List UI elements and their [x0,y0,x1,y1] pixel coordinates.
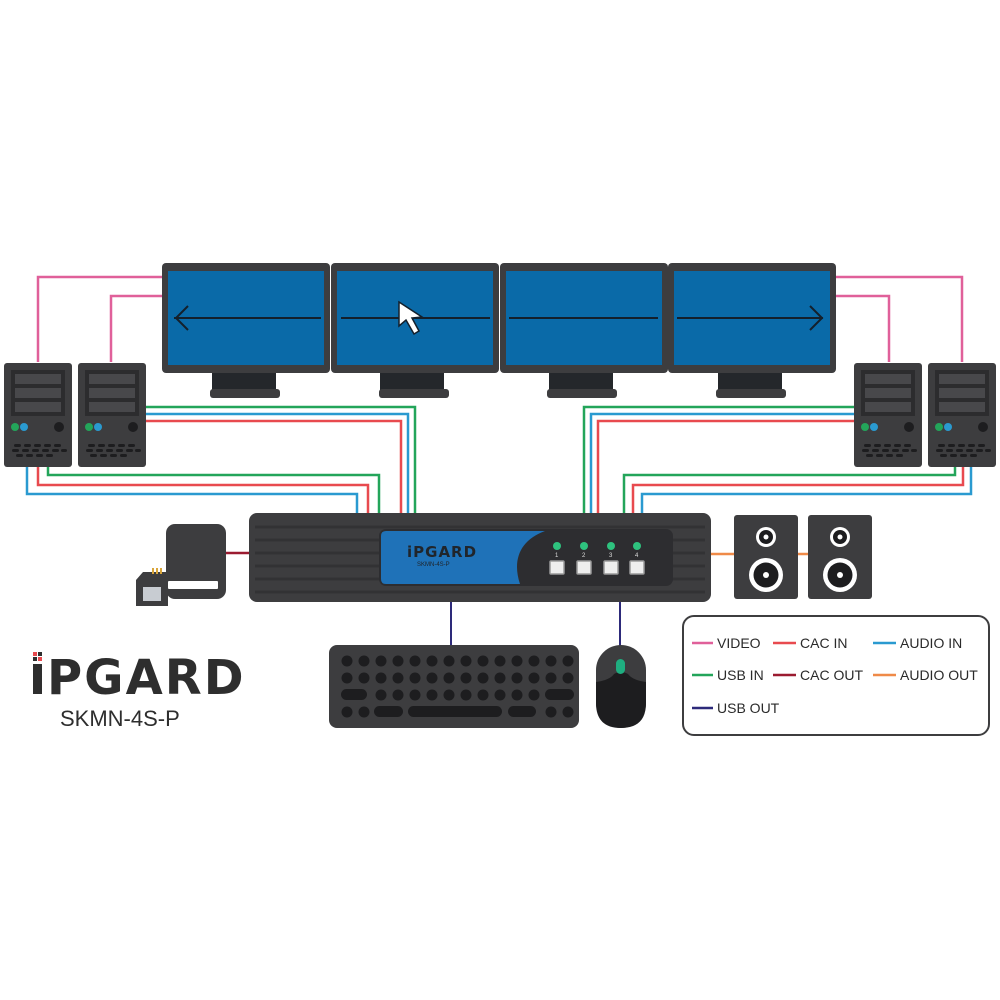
legend-item-usb-out: USB OUT [692,700,780,716]
monitor-2[interactable] [331,263,499,398]
monitor-wall [162,263,836,398]
legend-item-video: VIDEO [692,635,761,651]
computer-2[interactable] [78,363,146,467]
usb-in-cable-computer-1 [46,467,381,514]
cac-in-cable-computer-1 [36,467,370,514]
legend-item-audio-in: AUDIO IN [873,635,962,651]
mouse[interactable] [596,645,646,728]
keyboard-keys [341,655,574,718]
arrow-left-icon [174,305,189,331]
usb-in-cable-computer-3 [582,405,854,514]
arrow-right-icon [809,305,824,331]
usb-in-cable-computer-2 [146,405,417,514]
cac-in-cable-computer-2 [146,419,403,514]
port-4-number: 4 [635,553,639,559]
legend: VIDEO CAC IN AUDIO IN USB IN CAC OUT AUD… [682,615,990,736]
monitor-4[interactable] [668,263,836,398]
port-1-button[interactable] [549,560,565,575]
brand-name: PGARD [47,650,246,706]
port-1[interactable]: 1 [549,542,565,575]
port-2-button[interactable] [576,560,592,575]
computer-3[interactable] [854,363,922,467]
speaker-right[interactable] [808,515,872,599]
brand-logo: PGARD SKMN-4S-P [33,650,246,731]
audio-in-cable-computer-4 [640,467,973,514]
audio-in-cable-computer-1 [25,467,359,514]
kvm-switch[interactable]: iPGARD SKMN-4S-P 1 2 3 4 [249,513,711,602]
logo-dots-icon [33,652,42,661]
mouse-scroll-wheel[interactable] [616,659,625,674]
cables [25,275,973,646]
legend-item-cac-in: CAC IN [773,635,847,651]
mouse-cursor-icon [398,300,425,336]
svg-text:VIDEO: VIDEO [717,635,761,651]
video-cable-computer-1 [36,275,163,362]
usb-in-cable-computer-4 [622,467,957,514]
svg-text:USB IN: USB IN [717,667,764,683]
port-4[interactable]: 4 [629,542,645,575]
cac-reader[interactable] [136,524,226,606]
kvm-blue-panel [381,531,545,584]
monitor-1[interactable] [162,263,330,398]
svg-text:CAC IN: CAC IN [800,635,847,651]
port-1-number: 1 [555,553,559,559]
port-2-number: 2 [582,553,586,559]
keyboard[interactable] [329,645,579,728]
kvm-model-label: SKMN-4S-P [417,562,450,568]
audio-in-cable-computer-2 [146,412,410,514]
speaker-left[interactable] [734,515,798,599]
video-cable-computer-2 [109,294,163,362]
legend-item-usb-in: USB IN [692,667,764,683]
computer-4[interactable] [928,363,996,467]
computer-1[interactable] [4,363,72,467]
brand-model: SKMN-4S-P [60,706,180,731]
legend-item-audio-out: AUDIO OUT [873,667,978,683]
port-3[interactable]: 3 [603,542,619,575]
port-2[interactable]: 2 [576,542,592,575]
port-3-button[interactable] [603,560,619,575]
svg-text:USB OUT: USB OUT [717,700,780,716]
port-3-number: 3 [609,553,613,559]
cac-in-cable-computer-3 [596,419,854,514]
svg-text:AUDIO OUT: AUDIO OUT [900,667,978,683]
video-cable-computer-3 [835,294,891,362]
svg-text:AUDIO IN: AUDIO IN [900,635,962,651]
legend-item-cac-out: CAC OUT [773,667,863,683]
monitor-3[interactable] [500,263,668,398]
audio-in-cable-computer-3 [589,412,854,514]
cac-in-cable-computer-4 [631,467,965,514]
kvm-brand-label: iPGARD [407,543,477,561]
video-cable-computer-4 [835,275,964,362]
svg-text:CAC OUT: CAC OUT [800,667,863,683]
port-4-button[interactable] [629,560,645,575]
